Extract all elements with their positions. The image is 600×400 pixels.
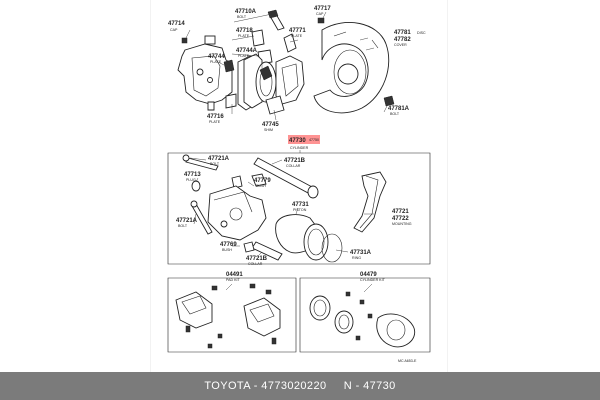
svg-text:COLLAR: COLLAR (248, 262, 263, 266)
svg-text:BOLT: BOLT (178, 224, 188, 228)
label-47731a[interactable]: 47731A (350, 250, 372, 256)
svg-text:CYLINDER KIT: CYLINDER KIT (360, 278, 386, 282)
page-margin-right (447, 0, 448, 372)
label-47713[interactable]: 47713 (184, 172, 201, 178)
plate-47716[interactable] (225, 93, 237, 109)
pad-kit-pad-2[interactable] (243, 297, 281, 337)
cap-47714[interactable] (181, 37, 188, 44)
label-47730[interactable]: 47730 (289, 138, 306, 144)
svg-text:47750: 47750 (309, 138, 319, 142)
label-47744a[interactable]: 47744A (236, 48, 258, 54)
top-exploded-view (177, 9, 395, 121)
plug-47713[interactable] (191, 180, 201, 192)
cylinder-kit-seal-2[interactable] (334, 310, 354, 334)
label-47717[interactable]: 47717 (314, 6, 331, 12)
svg-text:PLATE: PLATE (210, 60, 222, 64)
svg-text:CAP: CAP (170, 28, 178, 32)
cylinder-kit-seal-1[interactable] (309, 295, 331, 321)
bolt-47781a[interactable] (383, 95, 395, 107)
svg-text:PLATE: PLATE (238, 54, 250, 58)
disc-cover[interactable] (313, 22, 390, 114)
label-47744[interactable]: 47744 (208, 54, 225, 60)
caption-bar: TOYOTA - 4773020220 N - 47730 (0, 372, 600, 400)
svg-text:BUSH: BUSH (256, 184, 266, 188)
svg-text:PLATE: PLATE (291, 34, 303, 38)
part-number-caption: TOYOTA - 4773020220 N - 47730 (204, 380, 396, 392)
label-04479[interactable]: 04479 (360, 272, 377, 278)
svg-text:COVER: COVER (394, 43, 407, 47)
label-47769[interactable]: 47769 (220, 242, 237, 248)
label-47721[interactable]: 47721 (392, 209, 409, 215)
label-47781a[interactable]: 47781A (388, 106, 410, 112)
reference-code: MC A653-E (398, 359, 417, 363)
pad-kit-pad-1[interactable] (175, 291, 213, 329)
shim-47745[interactable] (265, 95, 285, 115)
plate-47718[interactable] (251, 29, 265, 47)
label-47781[interactable]: 47781 (394, 30, 411, 36)
label-47722[interactable]: 47722 (392, 216, 409, 222)
svg-text:SHIM: SHIM (264, 128, 273, 132)
caliper-housing[interactable] (177, 43, 233, 105)
label-47714[interactable]: 47714 (168, 21, 185, 27)
svg-text:COLLAR: COLLAR (286, 164, 301, 168)
label-47731[interactable]: 47731 (292, 202, 309, 208)
svg-text:MOUNTING: MOUNTING (392, 222, 412, 226)
label-47745[interactable]: 47745 (262, 122, 279, 128)
svg-text:PAD KIT: PAD KIT (226, 278, 241, 282)
highlight-47730 (288, 135, 320, 144)
svg-text:CAP: CAP (316, 12, 324, 16)
label-47721a-top[interactable]: 47721A (208, 156, 230, 162)
label-47782[interactable]: 47782 (394, 37, 411, 43)
label-47721a-bottom[interactable]: 47721A (176, 218, 198, 224)
plate-47744[interactable] (223, 59, 235, 73)
parts-diagram: 47730 47750 CYLINDER (167, 6, 431, 363)
ring-47731a[interactable] (321, 233, 343, 263)
pad-kit-frame (167, 277, 297, 353)
svg-text:BOLT: BOLT (210, 162, 220, 166)
label-47721b-top[interactable]: 47721B (284, 158, 306, 164)
cap-47717[interactable] (317, 17, 325, 24)
svg-text:PISTON: PISTON (293, 208, 307, 212)
cylinder-kit-boot[interactable] (376, 313, 416, 348)
svg-text:BOLT: BOLT (390, 112, 400, 116)
label-group: 47714 CAP 47710A BOLT 47717 CAP 47718 PL… (168, 6, 426, 363)
svg-text:BUSH: BUSH (222, 248, 232, 252)
bush-47779[interactable] (251, 173, 267, 187)
label-47771[interactable]: 47771 (289, 28, 306, 34)
bush-47769[interactable] (243, 241, 255, 253)
svg-text:RING: RING (352, 256, 361, 260)
page-margin-left (150, 0, 151, 372)
cylinder-kit-frame (299, 277, 431, 353)
label-47721b-bottom[interactable]: 47721B (246, 256, 268, 262)
svg-text:BOLT: BOLT (237, 15, 247, 19)
label-47710a[interactable]: 47710A (235, 9, 257, 15)
svg-text:PLATE: PLATE (209, 120, 221, 124)
label-47730-cylinder: CYLINDER (290, 146, 309, 150)
plate-47771[interactable] (283, 33, 297, 53)
svg-text:PLATE: PLATE (238, 34, 250, 38)
svg-text:DISC: DISC (417, 31, 426, 35)
label-04491[interactable]: 04491 (226, 272, 243, 278)
cylinder-assembly-frame (167, 152, 431, 265)
mounting-47722[interactable] (353, 171, 387, 233)
svg-text:PLUG: PLUG (186, 178, 196, 182)
label-47718[interactable]: 47718 (236, 28, 253, 34)
label-47779[interactable]: 47779 (254, 178, 271, 184)
label-47716[interactable]: 47716 (207, 114, 224, 120)
